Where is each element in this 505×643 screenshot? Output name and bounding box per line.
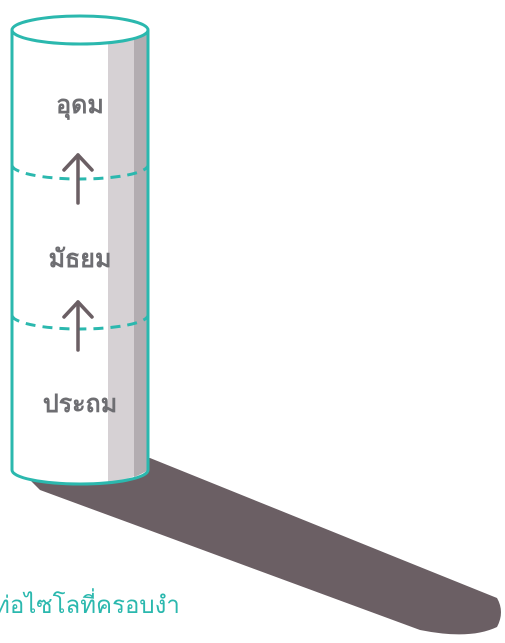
- up-arrow-icon: [62, 153, 94, 205]
- level-label-top: อุดม: [56, 90, 104, 121]
- level-label-middle: มัธยม: [49, 244, 112, 273]
- level-divider-upper: [10, 164, 150, 181]
- cylinder-outline: [10, 30, 150, 486]
- level-label-bottom: ประถม: [43, 389, 117, 418]
- up-arrow-icon: [62, 300, 94, 352]
- silo-shadow: [20, 458, 501, 635]
- cylinder-side-edge: [134, 30, 148, 477]
- cylinder-top: [10, 14, 150, 46]
- level-divider-lower: [10, 314, 150, 331]
- diagram-caption: ท่อไซโลที่ครอบงำ: [0, 588, 180, 619]
